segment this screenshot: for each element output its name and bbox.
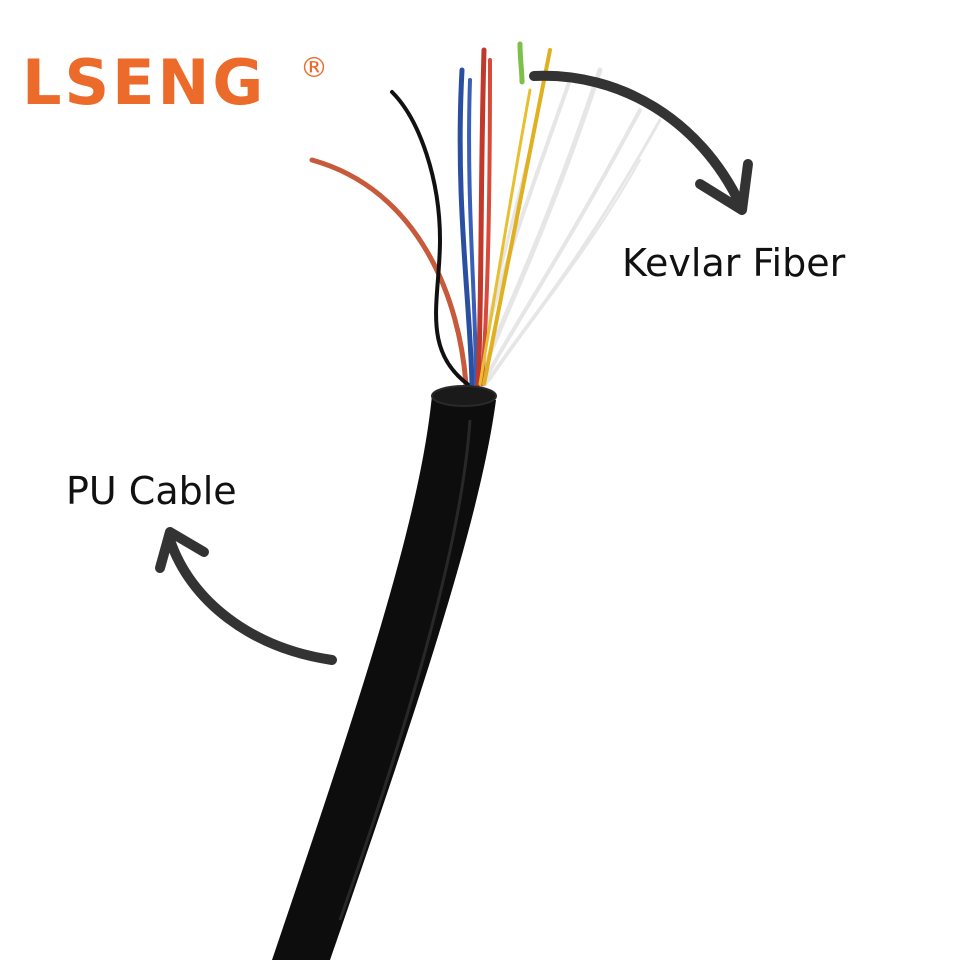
wire-black <box>390 90 472 388</box>
registered-trademark-icon: ® <box>300 51 328 84</box>
wire-yellow-2 <box>478 88 532 386</box>
wire-blue-1 <box>457 67 475 387</box>
wire-blue-2 <box>467 78 478 386</box>
inner-wires <box>309 41 552 388</box>
kevlar-fiber-label: Kevlar Fiber <box>622 241 846 285</box>
brand-logo: LSENG <box>22 46 267 119</box>
pu-cable-jacket <box>272 385 497 960</box>
wire-yellow-1 <box>482 48 552 386</box>
wire-green <box>517 41 525 85</box>
wire-red-1 <box>475 47 487 387</box>
pu-cable-label: PU Cable <box>66 469 237 513</box>
kevlar-arrow <box>529 70 753 215</box>
pu-arrow <box>155 527 337 665</box>
wire-orange-red <box>309 157 469 388</box>
kevlar-fiber-strands <box>472 67 662 389</box>
